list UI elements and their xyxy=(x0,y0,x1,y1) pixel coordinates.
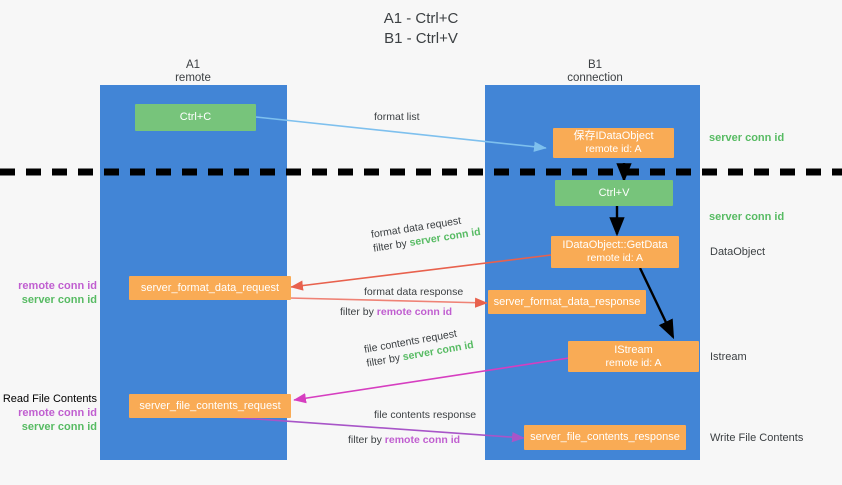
right-label-server-conn-id-mid: server conn id xyxy=(709,211,785,223)
node-istream-line1: IStream xyxy=(614,343,653,356)
left-label-server-conn-id-1: server conn id xyxy=(21,294,97,306)
right-label-write-file-contents: Write File Contents xyxy=(710,432,804,444)
node-save-idataobject: 保存IDataObject remote id: A xyxy=(553,128,674,158)
node-istream: IStream remote id: A xyxy=(568,341,699,372)
edge-label-format-data-response-filter: filter by remote conn id xyxy=(340,305,452,319)
column-a1-role: remote xyxy=(175,72,211,84)
node-ctrl-c: Ctrl+C xyxy=(135,104,256,131)
node-ctrl-c-label: Ctrl+C xyxy=(179,111,212,123)
node-getdata-line2: remote id: A xyxy=(586,252,644,264)
right-label-dataobject: DataObject xyxy=(710,246,766,258)
left-label-remote-conn-id-1: remote conn id xyxy=(18,280,97,292)
node-server-file-contents-response-label: server_file_contents_response xyxy=(530,431,680,443)
filter-prefix: filter by xyxy=(340,306,377,318)
edge-label-file-contents-response: file contents response xyxy=(374,409,477,421)
column-b1-role: connection xyxy=(567,72,623,84)
left-labels-format-data: remote conn id server conn id xyxy=(0,279,97,307)
right-label-istream: Istream xyxy=(710,351,747,363)
node-ctrl-v: Ctrl+V xyxy=(555,180,673,206)
node-istream-line2: remote id: A xyxy=(605,356,662,369)
node-server-format-data-request-label: server_format_data_request xyxy=(140,281,280,294)
filter-value-remote-conn-id: remote conn id xyxy=(384,434,461,446)
column-b1-name: B1 xyxy=(587,59,603,71)
node-save-idataobject-line2: remote id: A xyxy=(585,143,642,155)
node-server-file-contents-request-label: server_file_contents_request xyxy=(139,399,281,412)
edge-label-format-data-response: format data response xyxy=(364,286,464,298)
left-label-server-conn-id-2: server conn id xyxy=(21,421,97,433)
node-save-idataobject-line1: 保存IDataObject xyxy=(573,130,654,142)
column-header-a1: A1 remote xyxy=(113,59,273,85)
page-title: A1 - Ctrl+C B1 - Ctrl+V xyxy=(0,9,842,49)
left-label-read-file-contents: Read File Contents xyxy=(2,393,97,405)
filter-prefix: filter by xyxy=(348,434,385,446)
node-idataobject-getdata: IDataObject::GetData remote id: A xyxy=(551,236,679,268)
edge-label-file-contents-response-filter: filter by remote conn id xyxy=(348,433,460,447)
edge-label-file-contents-request: file contents request filter by server c… xyxy=(363,324,475,370)
left-labels-file-contents: Read File Contents remote conn id server… xyxy=(0,392,97,434)
node-server-format-data-request: server_format_data_request xyxy=(129,276,291,300)
right-label-server-conn-id-top: server conn id xyxy=(709,132,785,144)
node-server-file-contents-response: server_file_contents_response xyxy=(524,425,686,450)
title-line-2: B1 - Ctrl+V xyxy=(384,30,458,47)
edge-label-format-list: format list xyxy=(374,111,420,123)
title-line-1: A1 - Ctrl+C xyxy=(383,10,459,27)
column-a1-name: A1 xyxy=(185,59,201,71)
node-getdata-line1: IDataObject::GetData xyxy=(562,239,668,251)
column-header-b1: B1 connection xyxy=(515,59,675,85)
node-ctrl-v-label: Ctrl+V xyxy=(598,186,630,199)
left-label-remote-conn-id-2: remote conn id xyxy=(18,407,97,419)
node-server-file-contents-request: server_file_contents_request xyxy=(129,394,291,418)
filter-value-remote-conn-id: remote conn id xyxy=(376,306,453,318)
node-server-format-data-response: server_format_data_response xyxy=(488,290,646,314)
edge-label-format-data-request: format data request filter by server con… xyxy=(370,211,482,256)
node-server-format-data-response-label: server_format_data_response xyxy=(493,295,641,308)
